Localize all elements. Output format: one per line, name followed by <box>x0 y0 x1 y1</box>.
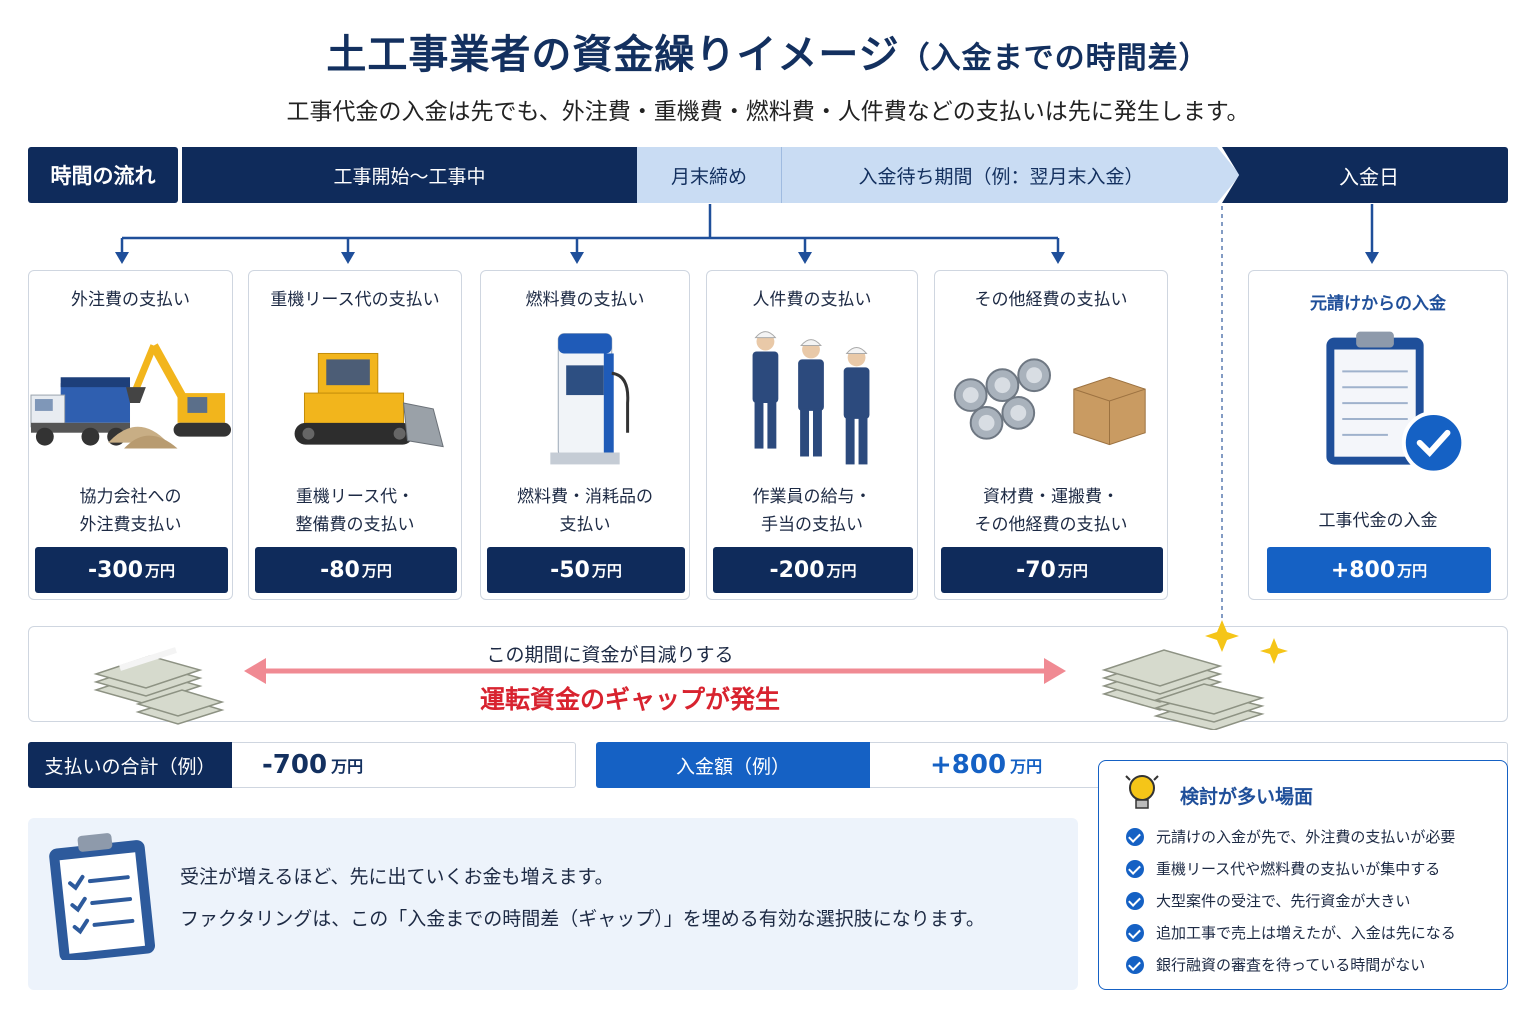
cash-stack-right-icon <box>1101 649 1265 730</box>
pipes-box-icon <box>953 358 1146 446</box>
tips-title: 検討が多い場面 <box>1180 786 1314 808</box>
page-subtitle: 工事代金の入金は先でも、外注費・重機費・燃料費・人件費などの支払いは先に発生しま… <box>286 99 1250 125</box>
bulldozer-icon <box>294 352 444 448</box>
lightbulb-icon <box>1125 775 1159 809</box>
check-icon <box>1126 859 1144 878</box>
fuel-pump-icon <box>550 333 630 465</box>
clipboard-check-icon <box>1326 331 1466 475</box>
gap-main-text: 運転資金のギャップが発生 <box>479 685 780 714</box>
tips-panel <box>1098 760 1508 990</box>
timeline-segment-payday: 入金日 <box>1222 147 1508 203</box>
check-icon <box>1126 955 1144 974</box>
flow-connectors <box>115 204 1379 626</box>
dump-truck-excavator-icon <box>30 343 232 449</box>
gap-graphics <box>93 620 1288 730</box>
timeline-segment-work: 工事開始～工事中 <box>182 147 637 203</box>
tip-item: 元請けの入金が先で、外注費の支払いが必要 <box>1126 826 1455 847</box>
tip-item: 追加工事で売上は増えたが、入金は先になる <box>1126 922 1456 943</box>
note-line-2: ファクタリングは、この「入金までの時間差（ギャップ）」を埋める有効な選択肢になり… <box>180 908 985 930</box>
tip-item: 重機リース代や燃料費の支払いが集中する <box>1126 858 1440 879</box>
timeline-segment-cutoff: 月末締め <box>637 147 782 203</box>
page-title: 土工事業者の資金繰りイメージ（入金までの時間差） <box>326 32 1210 78</box>
check-icon <box>1126 891 1144 910</box>
timeline-segment-waiting: 入金待ち期間（例：翌月末入金） <box>782 147 1240 203</box>
gap-top-text: この期間に資金が目減りする <box>486 644 734 666</box>
note-line-1: 受注が増えるほど、先に出ていくお金も増えます。 <box>180 866 614 888</box>
timeline-label: 時間の流れ <box>28 147 178 203</box>
check-icon <box>1126 827 1144 846</box>
income-total-label: 入金額（例） <box>596 742 870 788</box>
workers-icon <box>752 331 870 465</box>
tip-item: 銀行融資の審査を待っている時間がない <box>1126 954 1425 975</box>
checklist-icon <box>49 833 156 960</box>
note-panel <box>28 818 1078 990</box>
check-icon <box>1126 923 1144 942</box>
cash-stack-left-icon <box>93 647 225 725</box>
payment-total-label: 支払いの合計（例） <box>28 742 232 788</box>
tip-item: 大型案件の受注で、先行資金が大きい <box>1126 890 1410 911</box>
sparkle-icon <box>1205 620 1288 664</box>
